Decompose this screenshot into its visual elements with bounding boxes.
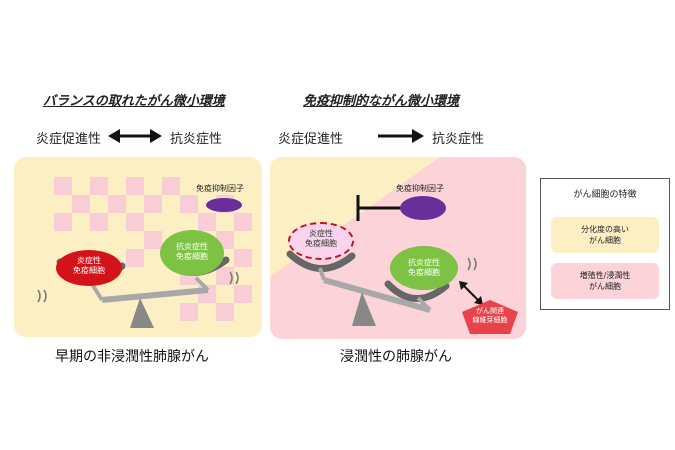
- caf-label: がん関連 線維芽細胞: [460, 307, 520, 325]
- legend-box: がん細胞の特徴 分化度の高い がん細胞 増殖性/浸潤性 がん細胞: [540, 178, 670, 310]
- left-trend-anti: 抗炎症性: [170, 132, 223, 147]
- caf-label-line2: 線維芽細胞: [472, 315, 508, 324]
- right-anti-cell-line2: 免疫細胞: [408, 268, 440, 277]
- left-trend-pro: 炎症促進性: [36, 132, 102, 147]
- inhibition-icon: [356, 195, 402, 221]
- left-immunosuppressive-factor: [206, 198, 242, 212]
- left-pro-cell-line2: 免疫細胞: [73, 266, 105, 275]
- legend-title: がん細胞の特徴: [573, 190, 637, 200]
- left-pro-inflammatory-cell: [56, 250, 122, 286]
- left-panel: [14, 157, 262, 337]
- left-pro-cell-line1: 炎症性: [77, 256, 101, 265]
- double-arrow-icon: [108, 129, 162, 143]
- right-anti-inflammatory-cell: [390, 246, 458, 290]
- left-anti-inflammatory-cell: [160, 230, 224, 276]
- legend-item-differentiated: 分化度の高い がん細胞: [551, 217, 659, 253]
- legend-item-invasive: 増殖性/浸潤性 がん細胞: [551, 263, 659, 299]
- legend-item1-line1: 分化度の高い: [581, 225, 629, 234]
- right-pro-inflammatory-cell: [288, 222, 354, 260]
- right-anti-cell-label: 抗炎症性 免疫細胞: [390, 258, 458, 278]
- right-pro-cell-line1: 炎症性: [309, 229, 333, 238]
- left-anti-cell-label: 抗炎症性 免疫細胞: [160, 242, 224, 262]
- left-heading: バランスの取れたがん微小環境: [43, 94, 225, 109]
- right-immunosuppressive-factor: [400, 196, 446, 220]
- legend-item2-line1: 増殖性/浸潤性: [579, 271, 631, 280]
- caf-label-line1: がん関連: [476, 307, 504, 315]
- caf-pentagon: [462, 300, 518, 334]
- interaction-arrow-icon: [459, 281, 483, 305]
- left-anti-cell-line2: 免疫細胞: [176, 252, 208, 261]
- right-heading: 免疫抑制的ながん微小環境: [303, 94, 460, 109]
- legend-item2-line2: がん細胞: [589, 282, 621, 291]
- left-factor-label: 免疫抑制因子: [196, 184, 244, 193]
- left-anti-cell-line1: 抗炎症性: [176, 242, 208, 251]
- right-anti-cell-line1: 抗炎症性: [408, 258, 440, 267]
- left-pro-cell-label: 炎症性 免疫細胞: [56, 256, 122, 276]
- right-balance-scale: [286, 250, 477, 326]
- right-trend-pro: 炎症促進性: [278, 132, 344, 147]
- right-pro-cell-line2: 免疫細胞: [305, 239, 337, 248]
- right-factor-label: 免疫抑制因子: [396, 184, 444, 193]
- legend-item1-line2: がん細胞: [589, 236, 621, 245]
- right-arrow-icon: [378, 129, 424, 143]
- left-caption: 早期の非浸潤性肺腺がん: [55, 349, 209, 365]
- right-caption: 浸潤性の肺腺がん: [340, 349, 452, 365]
- right-pro-cell-label: 炎症性 免疫細胞: [288, 229, 354, 249]
- right-trend-anti: 抗炎症性: [432, 132, 485, 147]
